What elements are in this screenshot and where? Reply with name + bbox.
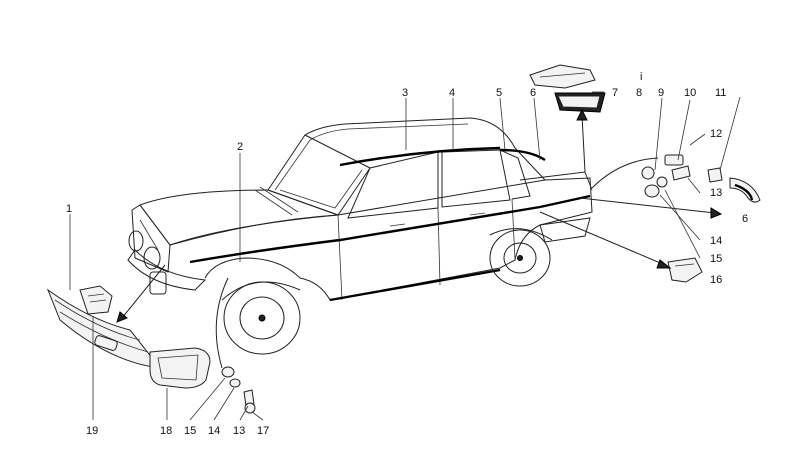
callout-18: 18 [160,425,172,437]
fasteners-front [221,366,256,414]
callout-14-right: 14 [710,235,722,247]
clip-fasteners-rear [641,154,723,198]
callout-labels: 1 2 3 4 5 6 7 8 i 9 10 11 12 13 6 14 15 … [66,71,748,437]
callout-9: 9 [658,87,664,99]
callout-16: 16 [710,274,722,286]
callout-3: 3 [402,87,408,99]
callout-10: 10 [684,87,696,99]
callout-7: 7 [612,87,618,99]
front-bumper-part-1 [46,288,162,369]
callout-17: 17 [257,425,269,437]
callout-1: 1 [66,203,72,215]
callout-4: 4 [449,87,455,99]
light-lens-part-18 [149,347,211,389]
bracket-part-19 [79,285,113,315]
car-body [127,117,593,355]
callout-12: 12 [710,128,722,140]
callout-15-right: 15 [710,253,722,265]
callout-6-right: 6 [742,213,748,225]
leader-lines [69,91,741,421]
callout-6-top: 6 [530,87,536,99]
small-mark: i [640,71,642,83]
callout-2: 2 [237,141,243,153]
end-cap-part-6 [729,177,761,203]
callout-15-bottom: 15 [184,425,196,437]
callout-14-bottom: 14 [208,425,220,437]
callout-13-right: 13 [710,187,722,199]
callout-5: 5 [496,87,502,99]
callout-19: 19 [86,425,98,437]
callout-13-bottom: 13 [233,425,245,437]
trunk-mount-parts [529,64,606,113]
callout-11: 11 [715,87,726,99]
end-cap-part-16 [667,257,703,283]
callout-8: 8 [636,87,642,99]
